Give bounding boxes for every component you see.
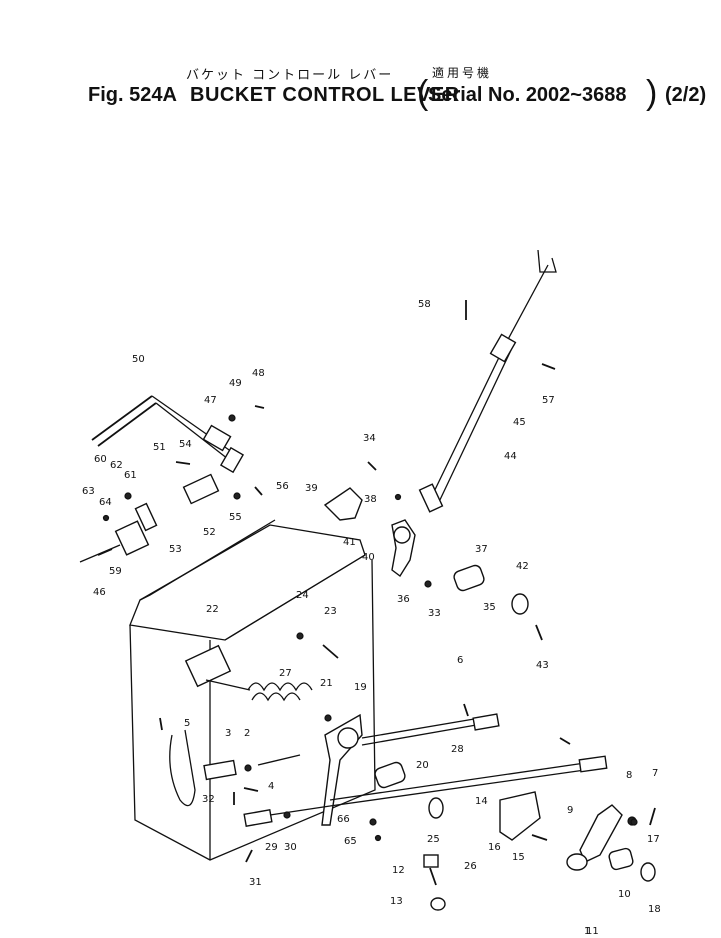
callout-14: 14 [475,796,488,807]
callout-31: 31 [249,877,262,888]
callout-20: 20 [416,760,429,771]
callout-43: 43 [536,660,549,671]
callout-5: 5 [184,718,190,729]
callout-34: 34 [363,433,376,444]
callout-40: 40 [362,552,375,563]
callout-57: 57 [542,395,555,406]
callout-56: 56 [276,481,289,492]
callout-19: 19 [354,682,367,693]
callout-1: 1 [584,926,590,937]
callout-18: 18 [648,904,661,915]
callout-55: 55 [229,512,242,523]
callout-30: 30 [284,842,297,853]
callout-45: 45 [513,417,526,428]
callout-24: 24 [296,590,309,601]
callout-36: 36 [397,594,410,605]
sheet-indicator: (2/2) [665,84,707,106]
callout-63: 63 [82,486,95,497]
callout-3: 3 [225,728,231,739]
callout-15: 15 [512,852,525,863]
callout-25: 25 [427,834,440,845]
callout-64: 64 [99,497,112,508]
callout-35: 35 [483,602,496,613]
callout-39: 39 [305,483,318,494]
callout-11: 11 [586,926,599,937]
callout-7: 7 [652,768,658,779]
callout-23: 23 [324,606,337,617]
callout-28: 28 [451,744,464,755]
callout-44: 44 [504,451,517,462]
callout-66: 66 [337,814,350,825]
callout-12: 12 [392,865,405,876]
callout-13: 13 [390,896,403,907]
callout-27: 27 [279,668,292,679]
lever-bracket [323,487,529,615]
lower-linkage [203,713,608,827]
callout-17: 17 [647,834,660,845]
callout-9: 9 [567,805,573,816]
callout-52: 52 [203,527,216,538]
upper-rod [418,249,557,513]
callout-61: 61 [124,470,137,481]
serial-range: Serial No. 2002~3688 [428,84,627,106]
figure-title: BUCKET CONTROL LEVER [190,84,460,106]
callout-46: 46 [93,587,106,598]
callout-22: 22 [206,604,219,615]
callout-65: 65 [344,836,357,847]
callout-59: 59 [109,566,122,577]
callout-32: 32 [202,794,215,805]
callout-26: 26 [464,861,477,872]
figure-number: Fig. 524A [88,84,177,106]
control-lever [91,395,245,474]
callout-4: 4 [268,781,274,792]
bell-crank [499,791,656,882]
callout-8: 8 [626,770,632,781]
callout-60: 60 [94,454,107,465]
callout-29: 29 [265,842,278,853]
callout-49: 49 [229,378,242,389]
spring-and-shaft [184,644,313,702]
callout-62: 62 [110,460,123,471]
callout-21: 21 [320,678,333,689]
callout-54: 54 [179,439,192,450]
callout-6: 6 [457,655,463,666]
japanese-title: バケット コントロール レバー [186,68,394,83]
callout-50: 50 [132,354,145,365]
callout-38: 38 [364,494,377,505]
callout-41: 41 [343,537,356,548]
callout-51: 51 [153,442,166,453]
callout-2: 2 [244,728,250,739]
callout-37: 37 [475,544,488,555]
callout-47: 47 [204,395,217,406]
console-box [129,519,376,861]
serial-paren-close: ) [646,74,658,112]
callout-48: 48 [252,368,265,379]
callout-33: 33 [428,608,441,619]
callout-58: 58 [418,299,431,310]
bracket-assembly [79,473,220,563]
callout-42: 42 [516,561,529,572]
callout-16: 16 [488,842,501,853]
callout-53: 53 [169,544,182,555]
bolt-set [102,300,656,911]
japanese-applicable-label: 適用号機 [432,66,493,80]
serial-paren-open: ( [417,74,429,112]
callout-10: 10 [618,889,631,900]
